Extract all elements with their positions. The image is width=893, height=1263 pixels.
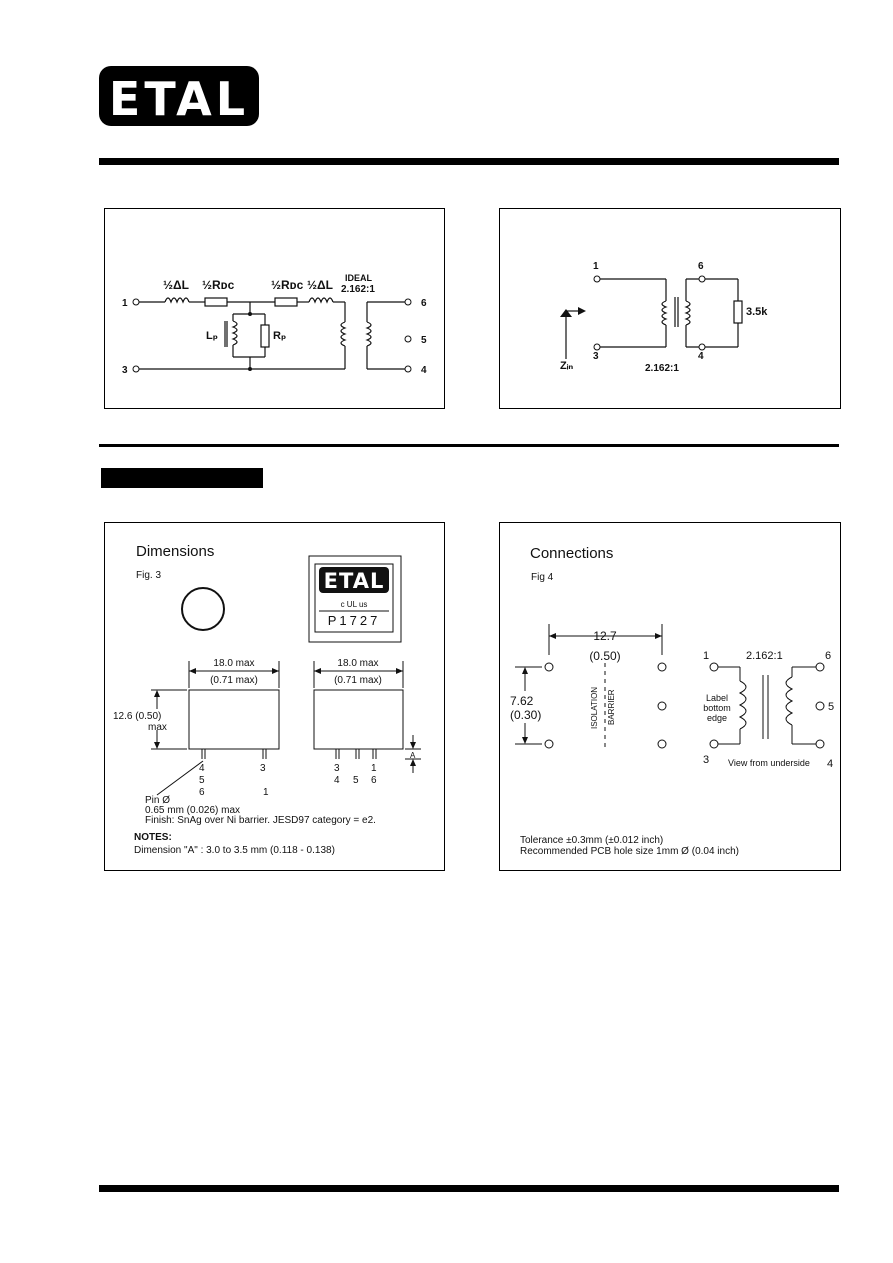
pin-6-label: 6 — [825, 650, 831, 662]
pin-4-label: 4 — [421, 365, 427, 376]
equivalent-circuit-box: ½ΔL ½Rᴅᴄ ½Rᴅᴄ ½ΔL IDEAL 2.162:1 Lₚ Rₚ 1 … — [104, 208, 445, 409]
connections-box: Connections Fig 4 — [499, 522, 841, 871]
view-note: View from underside — [728, 758, 810, 768]
height-mm: 12.6 (0.50) — [113, 711, 161, 722]
pin-6-label: 6 — [698, 261, 704, 272]
input-impedance-diagram: 1 3 6 4 Zᵢₙ 2.162:1 3.5k — [560, 261, 768, 374]
width-left-in: (0.71 max) — [210, 675, 258, 686]
label-line-2: bottom — [703, 703, 731, 713]
connections-fig: Fig 4 — [531, 572, 554, 583]
pin-6-label: 6 — [421, 298, 427, 309]
pin-5-label: 5 — [828, 701, 834, 713]
width-left-mm: 18.0 max — [213, 658, 254, 669]
pin-1-label: 1 — [122, 298, 128, 309]
footer-rule — [99, 1185, 839, 1192]
pin-size: 0.65 mm (0.026) max — [145, 805, 240, 816]
right-pin-5: 5 — [353, 775, 359, 786]
section-title-bar — [101, 468, 263, 488]
right-pin-6: 6 — [371, 775, 377, 786]
logo-text: ETAL — [108, 72, 250, 126]
left-pin-5: 5 — [199, 775, 205, 786]
pin-3-label: 3 — [593, 351, 599, 362]
label-line-3: edge — [707, 713, 727, 723]
notes-title: NOTES: — [134, 832, 172, 843]
equivalent-circuit-diagram: ½ΔL ½Rᴅᴄ ½Rᴅᴄ ½ΔL IDEAL 2.162:1 Lₚ Rₚ 1 … — [122, 273, 427, 376]
label-half-dl-right: ½ΔL — [307, 278, 333, 292]
label-half-rdc-right: ½Rᴅᴄ — [271, 278, 304, 292]
label-rp: Rₚ — [273, 330, 286, 342]
stamp-part: P1727 — [328, 613, 381, 628]
hole-note: Recommended PCB hole size 1mm Ø (0.04 in… — [520, 846, 739, 857]
pin-4-label: 4 — [827, 758, 833, 770]
dimensions-box: Dimensions Fig. 3 ETAL c UL us P1727 — [104, 522, 445, 871]
label-ratio: 2.162:1 — [645, 363, 679, 374]
finish-note: Finish: SnAg over Ni barrier. JESD97 cat… — [145, 815, 376, 826]
left-pin-6: 6 — [199, 787, 205, 798]
notes-text: Dimension "A" : 3.0 to 3.5 mm (0.118 - 0… — [134, 845, 335, 856]
label-ideal: IDEAL — [345, 273, 373, 283]
barrier-label: BARRIER — [607, 689, 616, 725]
label-load: 3.5k — [746, 306, 768, 318]
pin-diameter-label: Pin Ø — [145, 795, 170, 806]
right-pin-3: 3 — [334, 763, 340, 774]
pin-1-label: 1 — [703, 650, 709, 662]
width-right-in: (0.71 max) — [334, 675, 382, 686]
dimensions-drawing: Dimensions Fig. 3 ETAL c UL us P1727 — [113, 543, 421, 856]
pin-1-label: 1 — [593, 261, 599, 272]
stamp-brand: ETAL — [324, 569, 385, 593]
left-pin-3: 3 — [260, 763, 266, 774]
left-pin-4: 4 — [199, 763, 205, 774]
pitch-mm: 12.7 — [593, 629, 617, 643]
connections-title: Connections — [530, 545, 613, 562]
dimensions-fig: Fig. 3 — [136, 570, 161, 581]
input-impedance-box: 1 3 6 4 Zᵢₙ 2.162:1 3.5k — [499, 208, 841, 409]
dimensions-title: Dimensions — [136, 543, 214, 560]
right-pin-1: 1 — [371, 763, 377, 774]
label-zin: Zᵢₙ — [560, 360, 573, 372]
pin-3-label: 3 — [703, 754, 709, 766]
etal-logo: ETAL — [99, 66, 259, 126]
label-lp: Lₚ — [206, 330, 218, 342]
ratio-label: 2.162:1 — [746, 650, 783, 662]
width-right-mm: 18.0 max — [337, 658, 378, 669]
header-rule — [99, 158, 839, 165]
pitch-in: (0.50) — [589, 649, 620, 663]
label-ideal-ratio: 2.162:1 — [341, 284, 375, 295]
right-pin-4: 4 — [334, 775, 340, 786]
pin-5-label: 5 — [421, 335, 427, 346]
label-half-rdc-left: ½Rᴅᴄ — [202, 278, 235, 292]
tolerance-note: Tolerance ±0.3mm (±0.012 inch) — [520, 835, 663, 846]
height-max: max — [148, 722, 167, 733]
stamp-cert: c UL us — [341, 600, 368, 609]
left-pin-1: 1 — [263, 787, 269, 798]
pin-4-label: 4 — [698, 351, 704, 362]
isolation-label: ISOLATION — [590, 687, 599, 729]
label-line-1: Label — [706, 693, 728, 703]
section-rule — [99, 444, 839, 447]
connections-drawing: Connections Fig 4 — [510, 545, 834, 857]
top-view-circle — [181, 587, 225, 631]
dim-a-label: A — [410, 751, 416, 760]
height-in: (0.30) — [510, 708, 541, 722]
label-half-dl-left: ½ΔL — [163, 278, 189, 292]
pin-3-label: 3 — [122, 365, 128, 376]
height-mm: 7.62 — [510, 694, 534, 708]
product-stamp: ETAL c UL us P1727 — [308, 555, 402, 643]
